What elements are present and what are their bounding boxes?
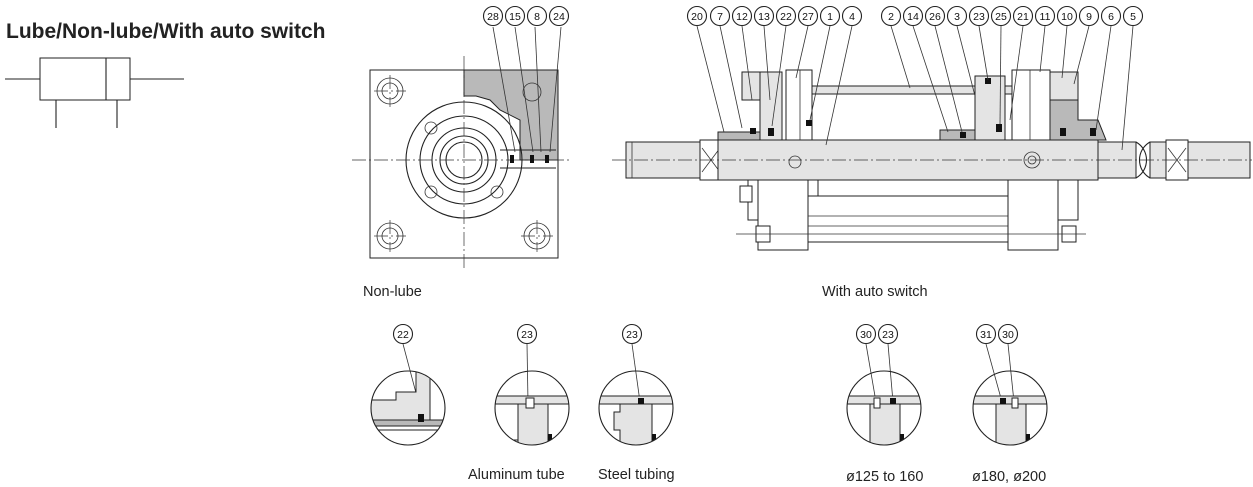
svg-text:23: 23: [626, 329, 638, 341]
balloon-14: 14: [902, 5, 924, 27]
cylinder-symbol: [5, 57, 184, 128]
svg-text:22: 22: [780, 11, 792, 23]
svg-text:13: 13: [758, 11, 770, 23]
svg-text:23: 23: [973, 11, 985, 23]
svg-text:31: 31: [980, 329, 992, 341]
balloon-25: 25: [990, 5, 1012, 27]
front-end-view: [352, 56, 572, 270]
detail-bore-125-160: 30 23: [846, 323, 922, 446]
section-view-leaders: [696, 25, 1134, 151]
balloon-26: 26: [924, 5, 946, 27]
front-view-balloons: 28 15 8 24: [482, 5, 570, 27]
balloon-10: 10: [1056, 5, 1078, 27]
balloon-23: 23: [968, 5, 990, 27]
svg-text:7: 7: [717, 11, 723, 23]
svg-text:10: 10: [1061, 11, 1073, 23]
caption-bore-125-160: ø125 to 160: [846, 469, 923, 485]
svg-text:5: 5: [1130, 11, 1136, 23]
balloon-13: 13: [753, 5, 775, 27]
balloon-8: 8: [526, 5, 548, 27]
diagram-title: Lube/Non-lube/With auto switch: [6, 20, 325, 43]
svg-text:11: 11: [1040, 11, 1051, 23]
svg-text:8: 8: [534, 11, 540, 23]
svg-text:3: 3: [954, 11, 960, 23]
caption-aluminum-tube: Aluminum tube: [468, 467, 565, 483]
front-view-leaders: [492, 26, 562, 153]
svg-text:9: 9: [1086, 11, 1092, 23]
balloon-15: 15: [504, 5, 526, 27]
svg-text:30: 30: [860, 329, 872, 341]
svg-text:24: 24: [553, 11, 565, 23]
balloon-9: 9: [1078, 5, 1100, 27]
detail-22: 22: [370, 323, 446, 446]
svg-text:23: 23: [521, 329, 533, 341]
balloon-2: 2: [880, 5, 902, 27]
svg-text:1: 1: [827, 11, 833, 23]
svg-text:22: 22: [397, 329, 409, 341]
svg-text:25: 25: [995, 11, 1007, 23]
balloon-28: 28: [482, 5, 504, 27]
balloon-24: 24: [548, 5, 570, 27]
svg-text:21: 21: [1017, 11, 1029, 23]
balloon-21: 21: [1012, 5, 1034, 27]
balloon-5: 5: [1122, 5, 1144, 27]
svg-text:14: 14: [907, 11, 919, 23]
svg-text:30: 30: [1002, 329, 1014, 341]
balloon-7: 7: [709, 5, 731, 27]
balloon-6: 6: [1100, 5, 1122, 27]
balloon-4: 4: [841, 5, 863, 27]
svg-text:26: 26: [929, 11, 941, 23]
cylinder-section-view: [612, 69, 1252, 251]
svg-text:6: 6: [1108, 11, 1114, 23]
caption-steel-tubing: Steel tubing: [598, 467, 675, 483]
caption-with-auto-switch: With auto switch: [822, 284, 928, 300]
detail-aluminum-tube: 23: [494, 323, 570, 446]
caption-non-lube: Non-lube: [363, 284, 422, 300]
balloon-22: 22: [775, 5, 797, 27]
section-view-balloons: 20 7 12 13 22 27 1 4 2 14 26 3 23 25 21 …: [686, 5, 1144, 27]
svg-text:4: 4: [849, 11, 855, 23]
balloon-20: 20: [686, 5, 708, 27]
caption-bore-180-200: ø180, ø200: [972, 469, 1046, 485]
balloon-1: 1: [819, 5, 841, 27]
detail-bore-180-200: 31 30: [972, 323, 1048, 446]
svg-text:23: 23: [882, 329, 894, 341]
balloon-3: 3: [946, 5, 968, 27]
svg-text:27: 27: [802, 11, 814, 23]
svg-text:12: 12: [736, 11, 748, 23]
svg-text:15: 15: [509, 11, 521, 23]
balloon-27: 27: [797, 5, 819, 27]
balloon-12: 12: [731, 5, 753, 27]
svg-text:2: 2: [888, 11, 894, 23]
svg-text:20: 20: [691, 11, 703, 23]
svg-text:28: 28: [487, 11, 499, 23]
detail-steel-tubing: 23: [598, 323, 674, 446]
balloon-11: 11: [1034, 5, 1056, 27]
